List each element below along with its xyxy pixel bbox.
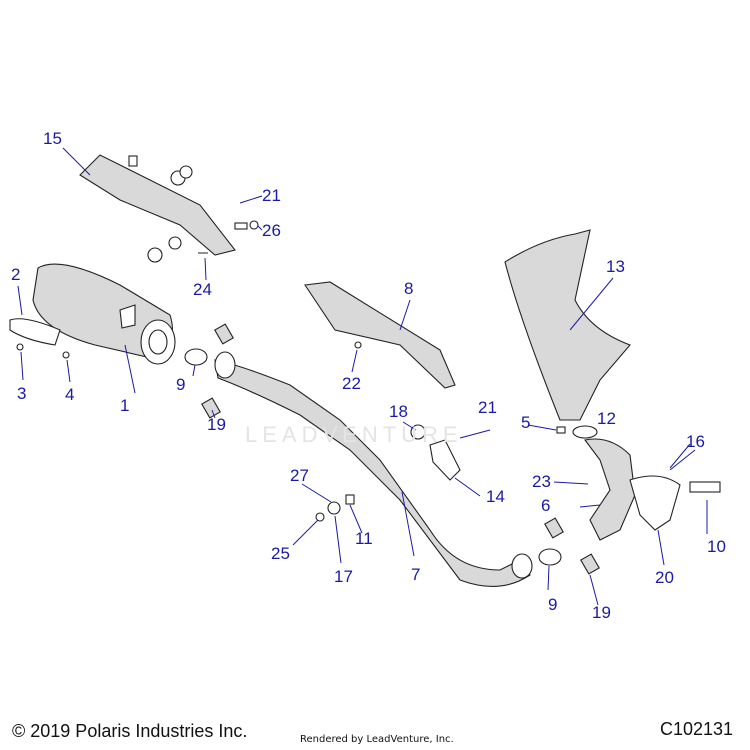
callout-4: 4 <box>65 385 75 404</box>
callout-21-b: 21 <box>478 398 497 417</box>
muffler-part <box>9 263 176 365</box>
bracket-part <box>429 439 461 481</box>
lower-heat-shield-part <box>504 229 631 421</box>
callout-25: 25 <box>271 544 290 563</box>
leader-lines <box>17 147 708 606</box>
callout-17: 17 <box>334 567 353 586</box>
callout-2: 2 <box>11 265 21 284</box>
callout-1: 1 <box>120 396 130 415</box>
sensor-part <box>689 481 721 493</box>
nut-part <box>249 220 259 230</box>
spring-part <box>201 397 221 419</box>
callout-23: 23 <box>532 472 551 491</box>
fastener-part <box>16 343 24 351</box>
callout-13: 13 <box>606 257 625 276</box>
callout-26: 26 <box>262 221 281 240</box>
head-pipe-part <box>584 438 636 541</box>
callout-6: 6 <box>541 496 551 515</box>
watermark: LEADVENTURE <box>245 422 463 447</box>
spring-part <box>580 553 600 575</box>
gasket-part <box>572 425 598 439</box>
upper-heat-shield-part <box>79 154 248 263</box>
callout-3: 3 <box>17 384 27 403</box>
washer-part <box>327 501 341 515</box>
callout-19-b: 19 <box>592 603 611 622</box>
callout-22: 22 <box>342 374 361 393</box>
clamp-part <box>538 548 562 566</box>
fastener-part <box>354 341 362 349</box>
callout-7: 7 <box>411 565 421 584</box>
callout-8: 8 <box>404 279 414 298</box>
diagram-code: C102131 <box>660 719 734 739</box>
clamp-part <box>184 348 208 366</box>
bushing-part <box>345 494 355 505</box>
nut-part <box>315 512 325 522</box>
mount-bracket-part <box>304 281 456 389</box>
callout-12: 12 <box>597 409 616 428</box>
callout-9-b: 9 <box>548 595 558 614</box>
callout-18: 18 <box>389 402 408 421</box>
callout-16: 16 <box>686 432 705 451</box>
head-pipe-rear-part <box>629 475 681 531</box>
callout-20: 20 <box>655 568 674 587</box>
copyright-text: © 2019 Polaris Industries Inc. <box>12 721 248 741</box>
callout-27: 27 <box>290 466 309 485</box>
exhaust-pipe-part <box>214 351 533 587</box>
callout-24: 24 <box>193 280 212 299</box>
callout-9: 9 <box>176 375 186 394</box>
callout-19: 19 <box>207 415 226 434</box>
callout-14: 14 <box>486 487 505 506</box>
rendered-by-text: Rendered by LeadVenture, Inc. <box>300 734 454 745</box>
callout-15: 15 <box>43 129 62 148</box>
callout-11: 11 <box>355 529 373 548</box>
clip-part <box>556 426 566 434</box>
fastener-part <box>62 351 70 359</box>
callout-21: 21 <box>262 186 281 205</box>
spring-part <box>544 517 564 539</box>
callout-5: 5 <box>521 413 531 432</box>
spring-part <box>214 323 234 345</box>
callout-10: 10 <box>707 537 726 556</box>
